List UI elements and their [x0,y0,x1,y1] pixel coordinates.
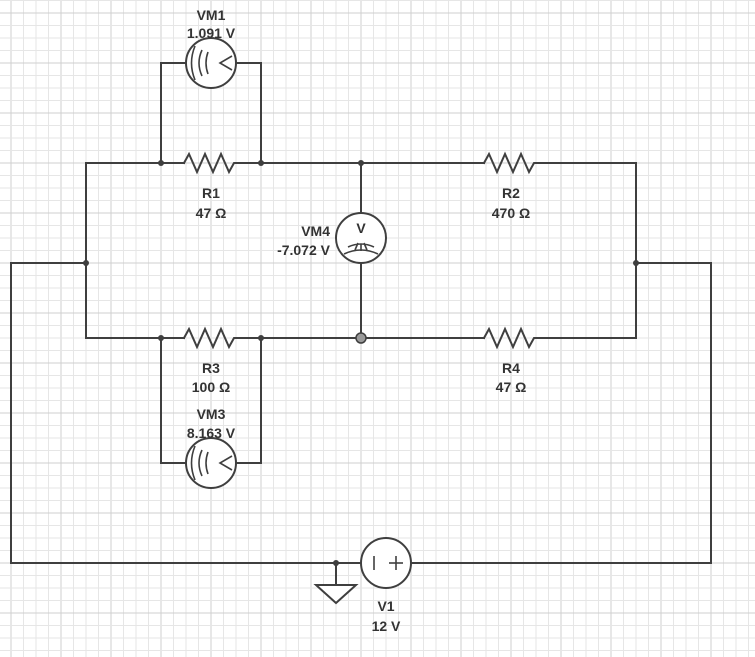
resistor-icon [182,326,239,350]
vm1-value-label: 1.091 V [187,25,236,41]
vm1-name-label: VM1 [197,7,226,23]
junctions [83,160,639,566]
v1-value-label: 12 V [372,618,401,634]
voltmeter-vm1[interactable] [185,37,237,89]
voltmeter-vm4[interactable]: V [335,212,387,264]
r2-name-label: R2 [502,185,520,201]
r3-name-label: R3 [202,360,220,376]
voltmeter-symbol: V [356,220,366,236]
voltage-source-v1[interactable] [360,537,412,589]
ground-icon [313,584,359,605]
dc-voltage-source-icon [360,537,412,589]
resistor-r3[interactable] [182,326,239,350]
labels: VM1 1.091 V R1 47 Ω R2 470 Ω VM4 -7.072 … [187,7,530,634]
r4-value-label: 47 Ω [496,379,527,395]
vm4-value-label: -7.072 V [277,242,331,258]
r3-value-label: 100 Ω [192,379,230,395]
resistor-r1[interactable] [182,151,239,175]
wires [10,62,712,586]
vm3-name-label: VM3 [197,406,226,422]
resistor-r4[interactable] [482,326,539,350]
resistor-r2[interactable] [482,151,539,175]
voltmeter-icon [185,37,237,89]
selected-node[interactable] [355,332,367,344]
vm4-name-label: VM4 [301,223,330,239]
resistor-icon [482,326,539,350]
voltmeter-vm3[interactable] [185,437,237,489]
voltmeter-icon: V [335,212,387,264]
ground-gnd[interactable] [313,584,359,605]
r1-value-label: 47 Ω [196,205,227,221]
resistor-icon [182,151,239,175]
vm3-value-label: 8.163 V [187,425,236,441]
resistor-icon [482,151,539,175]
r2-value-label: 470 Ω [492,205,530,221]
r1-name-label: R1 [202,185,220,201]
v1-name-label: V1 [377,598,394,614]
voltmeter-icon [185,437,237,489]
r4-name-label: R4 [502,360,520,376]
